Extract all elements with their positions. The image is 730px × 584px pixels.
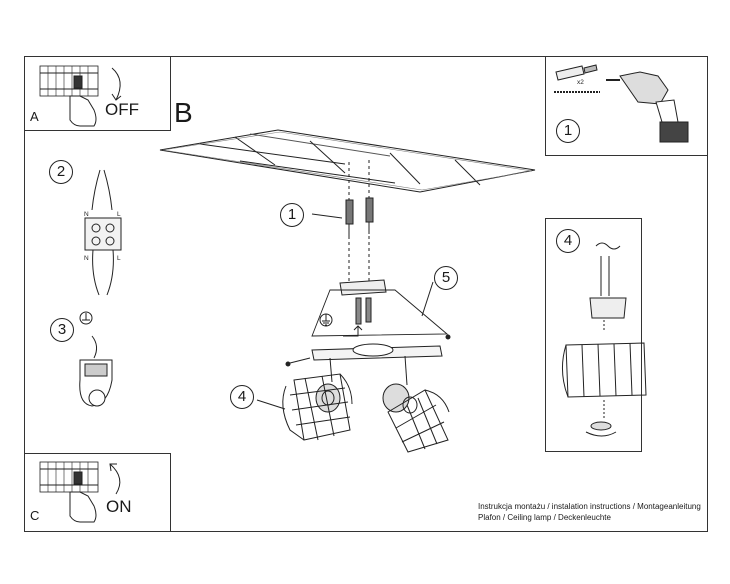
terminal-l-bottom-label: L [117,255,121,262]
panel-a-power-off [24,56,171,131]
ceiling-plane [159,129,536,193]
shade-detail-illustration [562,242,647,437]
ground-clamp [79,311,113,407]
panel-shade-detail [545,218,642,452]
power-on-label: ON [106,497,132,516]
outer-frame [24,56,708,532]
lamp-bar [285,334,451,386]
power-off-label: OFF [105,100,139,119]
caption-product: Plafon / Ceiling lamp / Deckenleuchte [478,513,611,522]
left-cage-shade [282,373,353,441]
switch-on-illustration [39,461,121,523]
terminal-n-bottom-label: N [84,255,89,262]
caption-instructions: Instrukcja montażu / instalation instruc… [478,502,701,511]
mounting-plate [311,236,449,337]
step-4-shades-badge: 4 [230,385,254,409]
panel-b-letter: B [174,97,193,128]
drill-icon [606,71,689,143]
terminal-n-top-label: N [84,211,89,218]
step-1-tools-badge: 1 [556,119,580,143]
right-cage-shade [382,383,450,453]
ground-symbol [319,313,333,327]
panel-a-letter: A [30,109,39,124]
panel-c-letter: C [30,508,40,523]
screw-count-label: x2 [577,79,584,86]
terminal-block [84,169,122,296]
step-3-ground-badge: 3 [50,318,74,342]
step-4-detail-badge: 4 [556,229,580,253]
step-5-plate-badge: 5 [434,266,458,290]
panel-c-power-on [24,453,171,532]
terminal-l-top-label: L [117,211,121,218]
step-2-wiring-badge: 2 [49,160,73,184]
ceiling-screws [311,160,374,236]
dowel-screws [554,64,600,93]
step-1-screws-badge: 1 [280,203,304,227]
switch-off-illustration [39,65,122,127]
